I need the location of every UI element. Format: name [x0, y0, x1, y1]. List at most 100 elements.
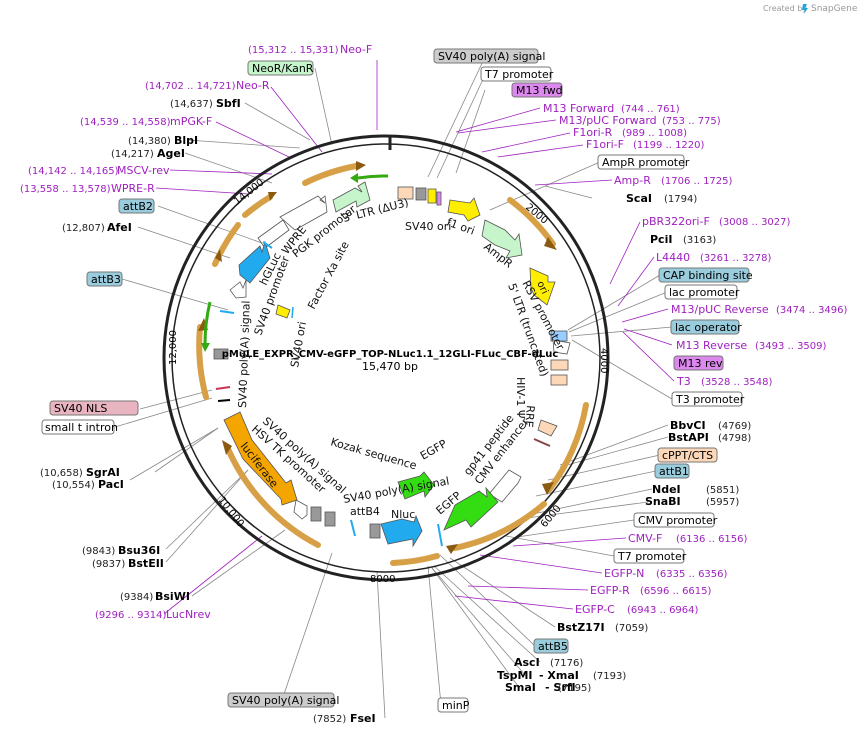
box-sv40-polya-top: SV40 poly(A) signal [438, 50, 545, 63]
enzyme-agei: AgeI [157, 147, 185, 160]
pgk-arrow [279, 195, 328, 231]
teal-mark-2 [350, 519, 356, 537]
map-shape [49, 400, 139, 416]
map-shape [568, 291, 668, 333]
backbone-inner-ring [171, 143, 601, 573]
map-shape [129, 427, 219, 481]
map-shape [86, 271, 123, 287]
map-shape [154, 427, 219, 473]
map-shape [544, 237, 557, 250]
label-nluc: Nluc [391, 508, 415, 521]
primer-t3: T3 [676, 375, 691, 388]
enzymes-left: SbfI (14,637) BlpI (14,380) AgeI (14,217… [40, 97, 241, 603]
map-shape [302, 163, 359, 186]
map-shape [621, 308, 669, 323]
green-arc-top [357, 174, 389, 180]
map-shape [433, 48, 539, 64]
primers-right: M13 Forward (744 .. 761) M13/pUC Forward… [543, 102, 848, 616]
primer-f1ori-f: F1ori-F [586, 138, 624, 151]
map-shape [449, 557, 556, 628]
box-t3-promoter: T3 promoter [675, 393, 745, 406]
map-shape [427, 565, 442, 706]
backbone-outer-ring [162, 134, 610, 582]
map-text: (3163) [683, 235, 716, 246]
map-shape [657, 447, 718, 463]
map-shape [165, 469, 249, 563]
primer-pbr322ori-f: pBR322ori-F [642, 215, 710, 228]
plasmid-name: pMuLE_EXPR_CMV-eGFP_TOP-NLuc1.1_12GLI-FL… [222, 349, 559, 360]
map-shape [390, 553, 440, 566]
map-text: (9384) [120, 592, 153, 603]
map-shape [567, 274, 661, 331]
map-shape [187, 139, 301, 149]
ampr-arrow [481, 219, 523, 259]
map-shape [433, 565, 541, 663]
map-shape [479, 554, 603, 574]
map-text: (14,142 .. 14,165) [28, 166, 119, 177]
snapgene-logo-icon [802, 4, 808, 14]
sv40-ori-block [397, 186, 414, 200]
hgluc-arrow [238, 240, 271, 284]
label-factor-xa: Factor Xa site [305, 239, 352, 311]
map-shape [165, 469, 249, 550]
box-m13-fwd: M13 fwd [516, 84, 563, 97]
map-shape [622, 331, 675, 382]
map-text: (744 .. 761) [621, 104, 680, 115]
label-sv40-polya-bottom: SV40 poly(A) signal [342, 474, 450, 505]
enzyme-bstapi: BstAPI [668, 431, 709, 444]
box-attb2: attB2 [123, 200, 153, 213]
label-hiv: HIV-1 Ψ [514, 377, 527, 419]
map-shape [533, 638, 569, 654]
box-attb1: attB1 [659, 465, 689, 478]
enzyme-bsu36i: Bsu36I [118, 544, 160, 557]
created-by-text: Created by [763, 4, 807, 13]
label-sv40-ori-left: SV40 ori [288, 321, 309, 369]
ltr5-block-2 [550, 374, 568, 386]
map-shape [452, 501, 547, 551]
box-sv40-polya-bottom: SV40 poly(A) signal [232, 694, 339, 707]
map-shape [270, 86, 323, 153]
primers-left: Neo-F (15,312 .. 15,331) Neo-R (14,702 .… [20, 43, 372, 621]
map-shape [480, 66, 552, 82]
map-shape [244, 102, 311, 141]
snapgene-brand: SnapGene [811, 4, 858, 14]
map-shape [212, 222, 241, 267]
box-lac-promoter: lac promoter [669, 286, 740, 299]
box-lac-operator: lac operator [675, 321, 742, 334]
box-cmv-promoter: CMV promoter [638, 514, 718, 527]
map-text: (9837) [92, 559, 125, 570]
primer-neo-r: Neo-R [236, 79, 270, 92]
label-egfp: EGFP [418, 437, 449, 463]
map-text: (5851) [706, 485, 739, 496]
primer-mpgk-f: mPGK-F [170, 115, 212, 128]
map-shape [242, 194, 273, 218]
map-shape [597, 154, 685, 170]
map-shape [431, 567, 519, 687]
rsv-promoter [552, 339, 571, 355]
map-text: (989 .. 1008) [622, 128, 687, 139]
cmv-enhancer [488, 469, 522, 503]
map-shape [673, 355, 724, 371]
map-text: (10,554) [52, 480, 95, 491]
map-shape [633, 512, 715, 528]
map-text: (7852) [313, 714, 346, 725]
primer-amp-r: Amp-R [614, 174, 651, 187]
map-shape [526, 501, 649, 519]
map-shape [542, 482, 554, 495]
ltr3-arrow [332, 181, 371, 213]
map-shape [268, 192, 277, 201]
box-minp: minP [442, 699, 470, 712]
map-text: (5957) [706, 497, 739, 508]
map-text: (1706 .. 1725) [661, 176, 733, 187]
tick-4000: 4000 [598, 348, 609, 373]
map-text: (14,539 .. 14,558) [80, 117, 171, 128]
map-text: (7059) [615, 623, 648, 634]
luciferase-arrow [223, 411, 298, 506]
box-neor: NeoR/KanR [252, 62, 314, 75]
map-shape [222, 440, 232, 455]
box-cap: CAP binding site [663, 269, 753, 282]
map-shape [155, 187, 250, 195]
primer-egfp-c: EGFP-C [575, 603, 615, 616]
map-shape [664, 284, 738, 300]
